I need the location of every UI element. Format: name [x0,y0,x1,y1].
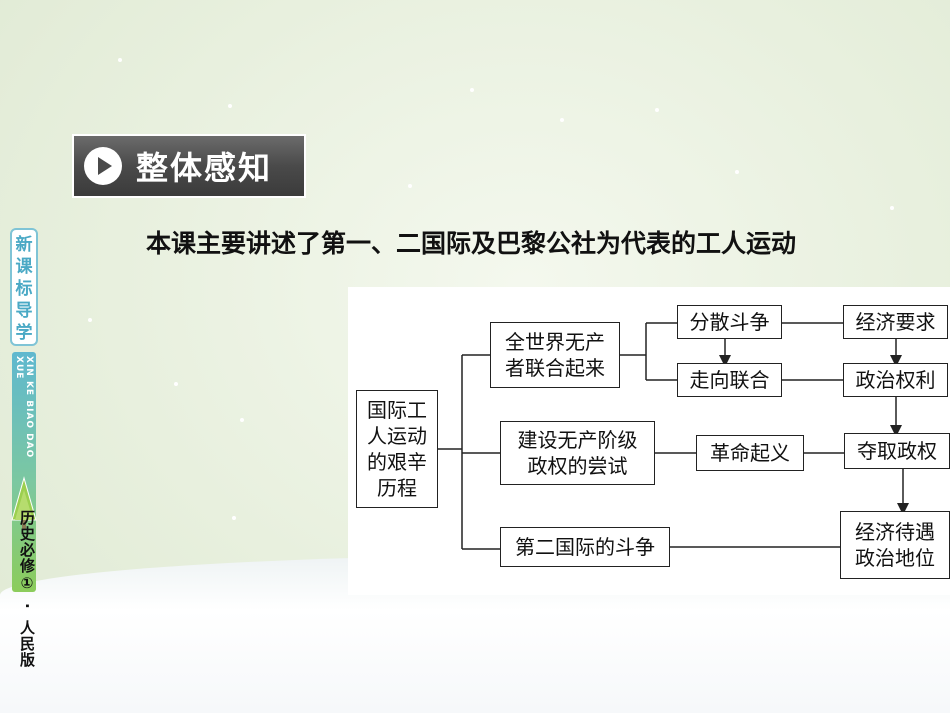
snowflake [118,58,122,62]
snowflake [240,418,244,422]
sidebar-title-char: 标 [15,279,33,299]
sidebar-title-char: 新 [15,235,33,255]
seize-power-label: 夺取政权 [857,439,937,463]
sidebar-title-char: 学 [15,323,33,343]
snowflake [560,118,564,122]
stage2-line: 建设无产阶级 [517,428,638,452]
sidebar-book: 历史必修① [18,510,36,593]
scattered-struggle-box: 分散斗争 [677,305,782,339]
sidebar-title-char: 课 [15,257,33,277]
revolution-label: 革命起义 [710,441,790,465]
seize-power-box: 夺取政权 [844,433,950,469]
sidebar-book-info: 历史必修① · 人民版 [14,510,38,710]
economic-demand-label: 经济要求 [855,310,936,334]
root-line: 历程 [377,476,417,500]
section-title: 整体感知 [136,149,273,187]
toward-union-box: 走向联合 [677,363,782,397]
stage1-line: 者联合起来 [505,356,605,380]
stage1-line: 全世界无产 [505,330,605,354]
snowflake [408,184,412,188]
revolution-box: 革命起义 [696,435,804,471]
sidebar-pinyin: XIN KE BIAO DAO XUE [14,356,34,459]
outcome-line: 政治地位 [855,546,935,570]
root-line: 国际工 [367,398,427,422]
sidebar-band: XIN KE BIAO DAO XUE [12,352,36,592]
stage2-box: 建设无产阶级 政权的尝试 [500,421,655,485]
political-rights-label: 政治权利 [855,368,936,392]
sidebar-separator: · [18,603,36,610]
toward-union-label: 走向联合 [689,368,770,392]
stage3-box: 第二国际的斗争 [500,527,670,567]
root-line: 的艰辛 [367,450,427,474]
political-rights-box: 政治权利 [843,363,948,397]
stage2-line: 政权的尝试 [527,454,628,478]
concept-diagram: 国际工 人运动 的艰辛 历程 全世界无产 者联合起来 建设无产阶级 政权的尝试 … [348,287,950,595]
tree-icon [11,476,37,530]
snowflake [174,382,178,386]
root-box: 国际工 人运动 的艰辛 历程 [356,390,438,508]
snowflake [232,516,236,520]
snowflake [88,318,92,322]
snowflake [228,104,232,108]
stage3-label: 第二国际的斗争 [515,535,655,559]
sidebar-publisher: 人民版 [18,619,36,668]
sidebar-title-char: 导 [15,301,33,321]
scattered-struggle-label: 分散斗争 [689,310,770,334]
snowflake [890,206,894,210]
intro-text: 本课主要讲述了第一、二国际及巴黎公社为代表的工人运动 [146,229,797,258]
root-line: 人运动 [367,424,427,448]
play-icon [84,147,122,185]
sidebar-title: 新 课 标 导 学 [10,228,38,346]
stage1-box: 全世界无产 者联合起来 [490,322,620,388]
snowflake [470,88,474,92]
outcome-box: 经济待遇 政治地位 [840,511,950,579]
diagram-connectors [437,322,909,550]
economic-demand-box: 经济要求 [843,305,948,339]
section-banner: 整体感知 [72,134,306,198]
snowflake [735,170,739,174]
outcome-line: 经济待遇 [855,520,935,544]
sidebar: 新 课 标 导 学 XIN KE BIAO DAO XUE 历史必修① · 人民版 [10,228,38,708]
snowflake [655,108,659,112]
